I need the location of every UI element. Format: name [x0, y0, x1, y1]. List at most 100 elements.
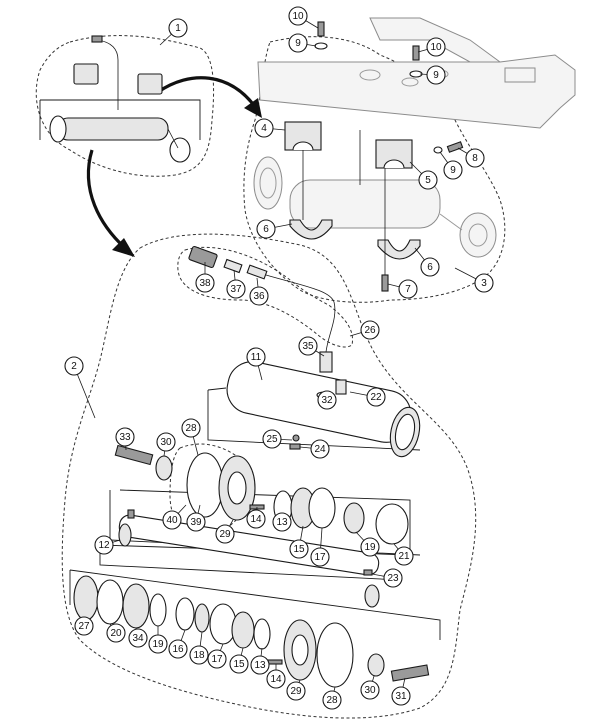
callout-5: 5 — [409, 161, 438, 190]
callout-3: 3 — [454, 267, 494, 293]
overview-shaft — [167, 128, 179, 149]
sleeve-36 — [246, 264, 268, 280]
callout-circle-24 — [310, 439, 330, 459]
sensor-cable-assembly — [188, 245, 336, 373]
upper-bracket-4-saddle — [292, 141, 314, 151]
callout-circle-32 — [317, 390, 337, 410]
ring-19-upper — [343, 502, 365, 534]
callout-label-15b: 15 — [233, 659, 245, 670]
tube-frame — [207, 387, 421, 451]
callout-circle-31 — [391, 686, 411, 706]
pin-14-lower — [267, 659, 283, 665]
callout-4: 4 — [254, 118, 286, 138]
ring-13-lower — [253, 618, 271, 650]
callout-12: 12 — [94, 535, 121, 555]
callout-9a: 9 — [288, 33, 317, 53]
callout-31: 31 — [391, 677, 411, 706]
lower-clamp-6-right — [377, 239, 421, 260]
callout-circle-9a — [288, 33, 308, 53]
spacer-30-upper — [155, 455, 173, 481]
callout-10a: 10 — [288, 6, 319, 29]
callout-label-18: 18 — [193, 650, 205, 661]
callout-label-9a: 9 — [295, 38, 301, 49]
overview-connector — [91, 35, 103, 43]
callout-circle-17b — [207, 649, 227, 669]
callout-circle-4 — [254, 118, 274, 138]
callout-36: 36 — [249, 277, 269, 306]
callout-label-8: 8 — [472, 153, 478, 164]
bolt-7 — [381, 274, 389, 292]
callout-circle-14a — [246, 509, 266, 529]
callout-circle-16 — [168, 639, 188, 659]
callout-label-28b: 28 — [326, 695, 338, 706]
sensor-cable-26 — [265, 274, 336, 353]
callout-label-10b: 10 — [430, 42, 442, 53]
overview-roller-end-right — [169, 137, 191, 163]
washer-9-left — [314, 42, 328, 50]
callout-circle-9c — [443, 160, 463, 180]
overview-bracket-left — [73, 63, 99, 85]
callout-33: 33 — [115, 427, 135, 451]
ring-16 — [175, 597, 195, 631]
overview-sensor-cable — [97, 39, 119, 110]
callout-label-6b: 6 — [427, 262, 433, 273]
callout-label-3: 3 — [481, 278, 487, 289]
callout-label-13b: 13 — [254, 660, 266, 671]
callout-circle-40 — [162, 510, 182, 530]
callout-19a: 19 — [355, 531, 380, 557]
shaft-12-end-left — [118, 523, 132, 547]
callout-1: 1 — [159, 18, 188, 46]
lower-clamp-6-left — [289, 219, 333, 240]
callout-circle-28a — [181, 418, 201, 438]
bolt-10-right — [412, 45, 420, 61]
callout-label-22: 22 — [370, 392, 382, 403]
bearing-row-lower — [69, 569, 441, 688]
callout-15a: 15 — [289, 525, 309, 559]
callout-circle-30a — [156, 432, 176, 452]
callout-8: 8 — [457, 147, 485, 168]
callout-circle-36 — [249, 286, 269, 306]
callout-circle-15a — [289, 539, 309, 559]
callout-circle-30b — [360, 680, 380, 700]
callout-circle-29a — [215, 524, 235, 544]
callout-circle-26 — [360, 320, 380, 340]
group-outline-2 — [61, 233, 477, 719]
callout-29b: 29 — [286, 679, 306, 701]
callout-7: 7 — [387, 279, 418, 299]
callout-circle-7 — [398, 279, 418, 299]
overview-roller-end-left — [49, 115, 67, 143]
callout-circle-34 — [128, 628, 148, 648]
callout-circle-14b — [266, 669, 286, 689]
callout-15b: 15 — [229, 647, 249, 674]
callout-9b: 9 — [419, 65, 446, 85]
spacer-30-lower — [367, 653, 385, 677]
callout-30b: 30 — [360, 675, 380, 700]
callout-circle-5 — [418, 170, 438, 190]
callout-9c: 9 — [439, 151, 463, 180]
callout-40: 40 — [162, 504, 187, 530]
callout-circle-28b — [322, 690, 342, 710]
callout-16: 16 — [168, 629, 188, 659]
bearing-20 — [96, 579, 124, 625]
bolt-33 — [114, 444, 154, 466]
callout-label-4: 4 — [261, 123, 267, 134]
callout-label-12: 12 — [98, 540, 110, 551]
callout-circle-19a — [360, 537, 380, 557]
callout-label-24: 24 — [314, 444, 326, 455]
callout-24: 24 — [299, 439, 330, 459]
frame-roller-left — [253, 156, 283, 210]
callout-32: 32 — [317, 390, 337, 410]
callout-label-10a: 10 — [292, 11, 304, 22]
callout-38: 38 — [195, 262, 215, 293]
callout-label-23: 23 — [387, 573, 399, 584]
callout-label-15a: 15 — [293, 544, 305, 555]
callout-label-29b: 29 — [290, 686, 302, 697]
plate-28-lower — [316, 622, 354, 688]
callout-label-30b: 30 — [364, 685, 376, 696]
frame-roller-left-inner — [259, 167, 277, 199]
callout-circle-39 — [186, 512, 206, 532]
callout-label-35: 35 — [302, 341, 314, 352]
seal-15-lower — [231, 611, 255, 649]
